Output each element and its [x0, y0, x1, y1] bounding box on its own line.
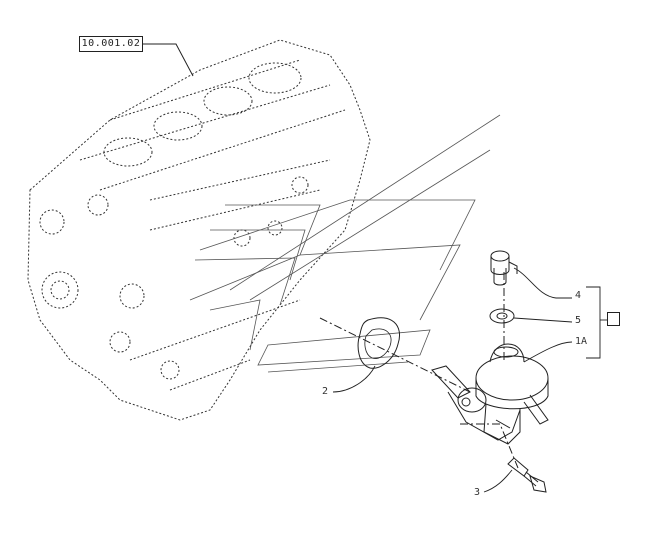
reference-leader — [143, 43, 194, 77]
engine-block — [27, 39, 371, 421]
kit-box — [607, 312, 620, 326]
callout-2: 2 — [322, 386, 329, 397]
gasket-part — [357, 317, 400, 369]
watermark-lines — [189, 114, 501, 373]
washer-part — [489, 308, 515, 324]
reference-box: 10.001.02 — [79, 36, 143, 52]
callout-1a: 1A — [575, 336, 588, 347]
bolt-part — [507, 457, 547, 493]
fitting-part — [490, 250, 518, 286]
assembly-axis — [319, 317, 471, 393]
callout-3: 3 — [474, 487, 481, 498]
fuel-pump-part — [431, 343, 549, 445]
callout-4: 4 — [575, 290, 582, 301]
callout-5: 5 — [575, 315, 582, 326]
leader-lines — [332, 267, 607, 493]
